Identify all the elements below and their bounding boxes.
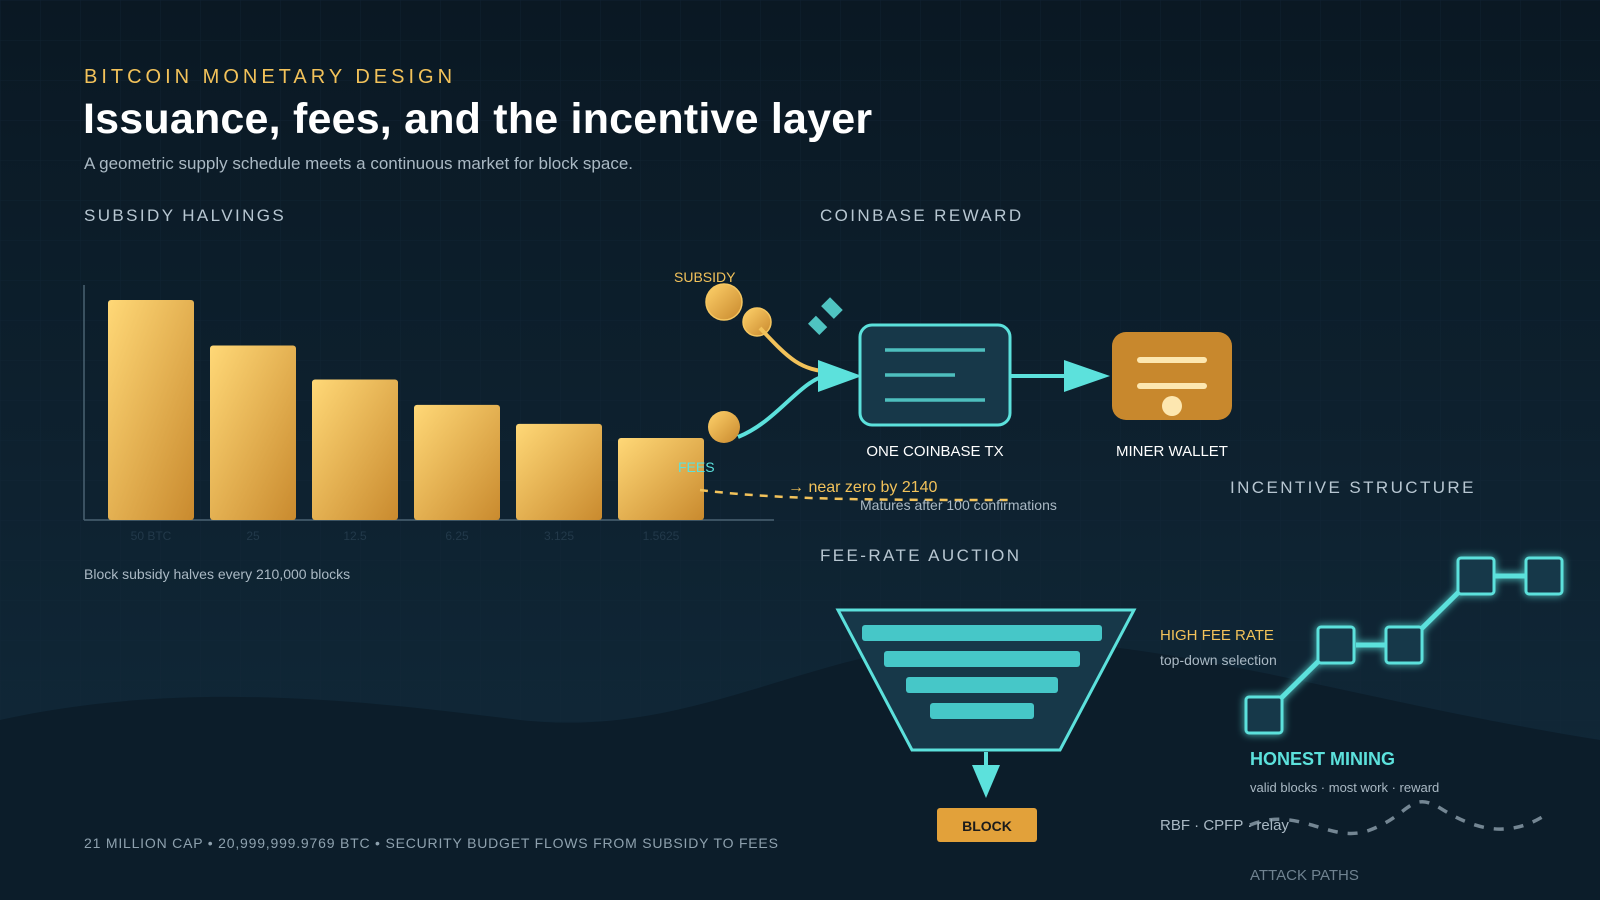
section-title-incentives: INCENTIVE STRUCTURE bbox=[1230, 478, 1476, 497]
subsidy-tick-label: 50 BTC bbox=[131, 529, 172, 543]
chain-block bbox=[1316, 625, 1356, 665]
fee-token-icon bbox=[821, 297, 843, 319]
funnel-arrow-icon bbox=[972, 765, 1000, 798]
honest-mining-label: HONEST MINING bbox=[1250, 749, 1395, 769]
page-subtitle: A geometric supply schedule meets a cont… bbox=[84, 154, 634, 173]
subsidy-bar bbox=[618, 438, 704, 520]
coinbase-flow: SUBSIDY FEES ONE COINBASE TX MINER WALLE… bbox=[674, 269, 1232, 513]
mempool-tx-bar bbox=[930, 703, 1034, 719]
subsidy-bar bbox=[414, 404, 500, 520]
miner-wallet-icon bbox=[1112, 332, 1232, 420]
fees-flow-line bbox=[737, 372, 833, 439]
chain-block bbox=[1456, 556, 1496, 596]
mempool-tx-bar bbox=[906, 677, 1058, 693]
block-label: BLOCK bbox=[962, 818, 1012, 834]
subsidy-bar bbox=[210, 345, 296, 520]
coinbase-tx-label: ONE COINBASE TX bbox=[866, 443, 1003, 460]
subsidy-bar bbox=[108, 300, 194, 520]
subsidy-bar bbox=[312, 379, 398, 520]
maturity-note: Matures after 100 confirmations bbox=[860, 497, 1057, 513]
chain-block bbox=[1244, 695, 1284, 735]
incentive-chain: HONEST MINING valid blocks · most work ·… bbox=[1244, 556, 1564, 884]
high-fee-label: HIGH FEE RATE bbox=[1160, 627, 1274, 644]
subsidy-tick-label: 1.5625 bbox=[643, 529, 680, 543]
chain-block bbox=[1384, 625, 1424, 665]
mempool-tx-bar bbox=[862, 625, 1102, 641]
subsidy-tick-label: 25 bbox=[246, 529, 260, 543]
background-wave bbox=[0, 640, 1600, 900]
honest-mining-note: valid blocks · most work · reward bbox=[1250, 780, 1439, 795]
section-title-coinbase: COINBASE REWARD bbox=[820, 206, 1024, 225]
fee-token-icon-small bbox=[807, 315, 828, 336]
decay-trend-label: → near zero by 2140 bbox=[788, 479, 938, 496]
subsidy-tick-label: 12.5 bbox=[343, 529, 367, 543]
fees-label: FEES bbox=[678, 459, 715, 475]
halvings-chart: 50 BTC 25 12.5 6.25 3.125 1.5625 → near zero … bbox=[83, 285, 1011, 543]
subsidy-bar bbox=[516, 423, 602, 520]
attack-paths-label: ATTACK PATHS bbox=[1250, 867, 1359, 884]
subsidy-tick-label: 6.25 bbox=[445, 529, 469, 543]
subsidy-coin-icon bbox=[705, 283, 743, 321]
page-title: Issuance, fees, and the incentive layer bbox=[83, 95, 873, 143]
mempool-tx-bar bbox=[884, 651, 1080, 667]
block-badge bbox=[937, 808, 1037, 842]
attack-path-line bbox=[1249, 800, 1552, 836]
section-title-halvings: SUBSIDY HALVINGS bbox=[84, 206, 287, 225]
subsidy-tick-label: 3.125 bbox=[544, 529, 574, 543]
selection-note: top-down selection bbox=[1160, 652, 1277, 668]
tx-to-wallet-arrow-icon bbox=[1064, 360, 1110, 392]
eyebrow: BITCOIN MONETARY DESIGN bbox=[84, 66, 457, 88]
fee-auction-funnel: BLOCK HIGH FEE RATE top-down selection R… bbox=[835, 608, 1289, 842]
footer: 21 MILLION CAP • 20,999,999.9769 BTC • S… bbox=[84, 835, 779, 851]
subsidy-coin-icon-small bbox=[742, 307, 772, 337]
decay-trend-line bbox=[699, 488, 1011, 502]
miner-wallet-label: MINER WALLET bbox=[1116, 443, 1228, 460]
halvings-note: Block subsidy halves every 210,000 block… bbox=[84, 566, 351, 582]
section-title-auction: FEE-RATE AUCTION bbox=[820, 546, 1022, 565]
subsidy-label: SUBSIDY bbox=[674, 269, 736, 285]
fee-coin-icon bbox=[708, 411, 740, 443]
chain-block bbox=[1524, 556, 1564, 596]
merge-arrow-icon bbox=[818, 360, 862, 392]
